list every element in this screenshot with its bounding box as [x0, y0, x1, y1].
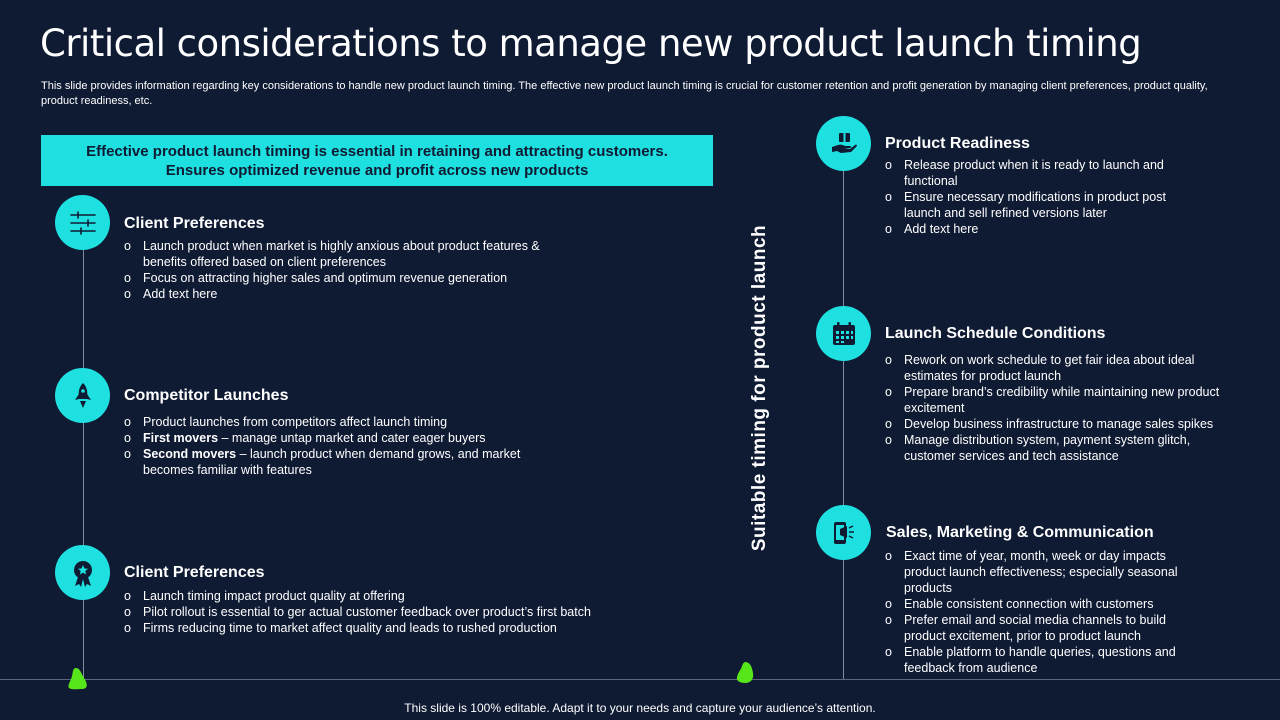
page-subtitle: This slide provides information regardin… [41, 80, 1208, 107]
list-item: Launch product when market is highly anx… [124, 238, 564, 270]
right-section-2-bullets: Rework on work schedule to get fair idea… [885, 352, 1245, 464]
list-item: Rework on work schedule to get fair idea… [885, 352, 1245, 384]
banner-line-1: Effective product launch timing is essen… [86, 142, 668, 160]
right-section-3-bullets: Exact time of year, month, week or day i… [885, 548, 1205, 676]
list-item: Prefer email and social media channels t… [885, 612, 1205, 644]
key-message-banner: Effective product launch timing is essen… [41, 135, 713, 186]
list-item: Product launches from competitors affect… [124, 414, 554, 430]
calendar-icon [816, 306, 871, 361]
box-in-hand-icon [816, 116, 871, 171]
list-item: Pilot rollout is essential to ger actual… [124, 604, 644, 620]
right-section-2-title: Launch Schedule Conditions [885, 325, 1106, 342]
right-timeline-marker [736, 662, 754, 683]
list-item: Add text here [885, 221, 1195, 237]
left-section-2-title: Competitor Launches [124, 387, 289, 404]
right-section-1-title: Product Readiness [885, 135, 1030, 152]
list-item: Develop business infrastructure to manag… [885, 416, 1245, 432]
left-section-3-title: Client Preferences [124, 564, 265, 581]
list-item: Exact time of year, month, week or day i… [885, 548, 1205, 596]
award-badge-icon [55, 545, 110, 600]
list-item: Focus on attracting higher sales and opt… [124, 270, 564, 286]
right-section-1-bullets: Release product when it is ready to laun… [885, 157, 1195, 237]
left-timeline-marker [68, 668, 87, 690]
banner-line-2: Ensures optimized revenue and profit acr… [165, 161, 589, 179]
left-section-1-bullets: Launch product when market is highly anx… [124, 238, 564, 302]
list-item: Firms reducing time to market affect qua… [124, 620, 644, 636]
right-section-3-title: Sales, Marketing & Communication [886, 524, 1154, 541]
list-item: First movers – manage untap market and c… [124, 430, 554, 446]
left-section-2-bullets: Product launches from competitors affect… [124, 414, 554, 478]
list-item: Prepare brand’s credibility while mainta… [885, 384, 1245, 416]
timing-vertical-label: Suitable timing for product launch [749, 224, 770, 552]
right-timeline-line [843, 143, 844, 679]
list-item: Enable platform to handle queries, quest… [885, 644, 1205, 676]
list-item: Ensure necessary modifications in produc… [885, 189, 1195, 221]
left-section-1-title: Client Preferences [124, 215, 265, 232]
phone-megaphone-icon [816, 505, 871, 560]
list-item: Enable consistent connection with custom… [885, 596, 1205, 612]
left-timeline-line [83, 222, 84, 679]
left-section-3-bullets: Launch timing impact product quality at … [124, 588, 644, 636]
list-item: Add text here [124, 286, 564, 302]
list-item: Release product when it is ready to laun… [885, 157, 1195, 189]
rocket-icon [55, 368, 110, 423]
baseline-divider [0, 679, 1280, 680]
page-title: Critical considerations to manage new pr… [40, 22, 1142, 65]
list-item: Launch timing impact product quality at … [124, 588, 644, 604]
sliders-icon [55, 195, 110, 250]
list-item: Second movers – launch product when dema… [124, 446, 554, 478]
list-item: Manage distribution system, payment syst… [885, 432, 1245, 464]
footer-note: This slide is 100% editable. Adapt it to… [404, 701, 876, 715]
